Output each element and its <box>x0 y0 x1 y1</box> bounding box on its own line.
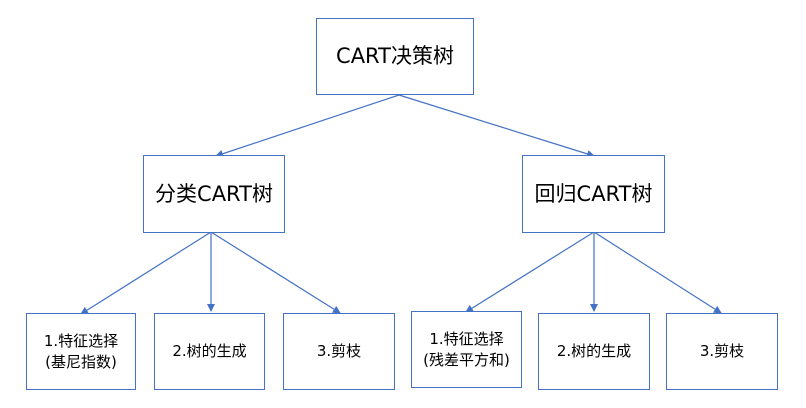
edge-regression-prune <box>593 231 722 314</box>
edge-regression-feature <box>465 231 595 313</box>
regression-label: 回归CART树 <box>534 181 653 206</box>
regression-node: 回归CART树 <box>522 155 665 233</box>
edge-classification-prune <box>210 231 341 314</box>
root-label: CART决策树 <box>336 44 454 69</box>
prune-title: 3.剪枝 <box>699 342 745 361</box>
classification-feature-node: 1.特征选择 (基尼指数) <box>26 313 136 390</box>
classification-prune-node: 3.剪枝 <box>283 313 395 390</box>
feature-title: 1.特征选择 <box>429 330 504 349</box>
growth-title: 2.树的生成 <box>172 342 247 361</box>
regression-prune-node: 3.剪枝 <box>666 313 778 390</box>
prune-title: 3.剪枝 <box>316 342 362 361</box>
root-node: CART决策树 <box>316 18 474 95</box>
edge-root-classification <box>215 94 400 158</box>
growth-title: 2.树的生成 <box>556 342 632 361</box>
feature-criterion: (残差平方和) <box>423 350 510 369</box>
feature-criterion: (基尼指数) <box>45 352 117 371</box>
regression-growth-node: 2.树的生成 <box>538 313 650 390</box>
classification-growth-node: 2.树的生成 <box>154 313 265 390</box>
regression-feature-node: 1.特征选择 (残差平方和) <box>411 311 522 388</box>
classification-label: 分类CART树 <box>155 181 273 206</box>
feature-title: 1.特征选择 <box>43 332 119 351</box>
edge-root-regression <box>398 94 595 158</box>
edge-classification-feature <box>80 231 212 315</box>
classification-node: 分类CART树 <box>143 155 285 233</box>
